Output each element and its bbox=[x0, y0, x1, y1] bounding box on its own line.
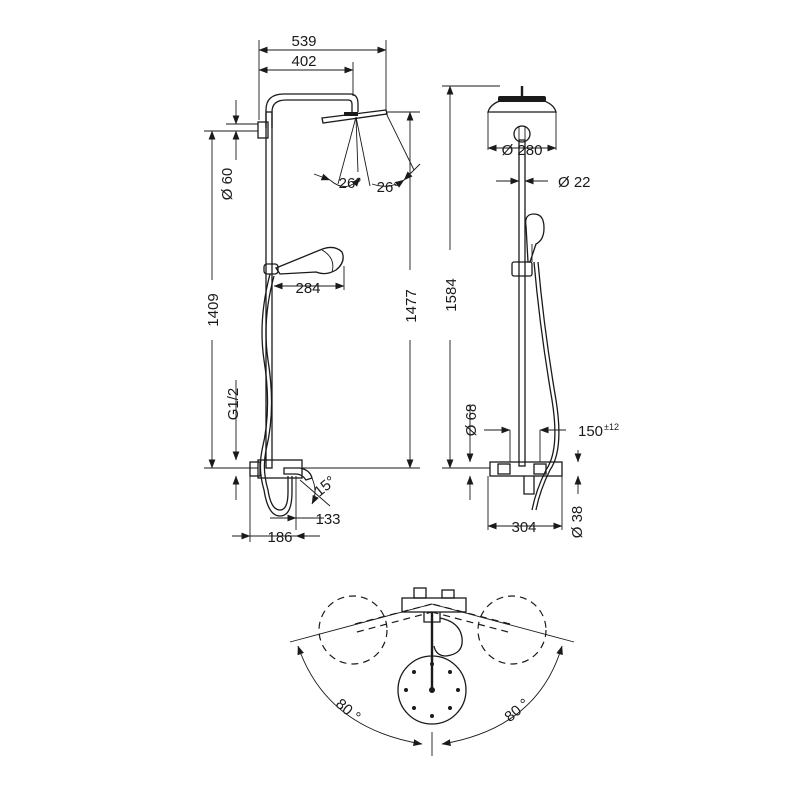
handshower bbox=[275, 246, 344, 275]
swing-circle-left bbox=[318, 595, 388, 665]
front-view: 1584 Ø 280 Ø 22 Ø 68 150 ±12 304 Ø 38 bbox=[442, 85, 619, 539]
dim-overall-width: 539 bbox=[291, 33, 316, 50]
dim-outlet-diameter: Ø 38 bbox=[569, 506, 586, 539]
dim-center-tolerance: ±12 bbox=[604, 422, 619, 432]
rail-front bbox=[518, 139, 526, 467]
dim-mixer-projection: 186 bbox=[267, 529, 292, 546]
dim-head-diameter: Ø 280 bbox=[502, 142, 543, 159]
dim-thread: G1/2 bbox=[225, 388, 242, 421]
dim-pipe-diameter: Ø 60 bbox=[219, 168, 236, 201]
handshower-holder bbox=[263, 263, 279, 275]
dim-head-height: 1477 bbox=[403, 289, 420, 322]
mixer-top bbox=[401, 597, 467, 613]
dim-rail-diameter: Ø 22 bbox=[558, 174, 591, 191]
swing-circle-right bbox=[477, 595, 547, 665]
overhead-shower-head bbox=[321, 109, 388, 124]
head-top bbox=[397, 655, 467, 725]
dim-inlet-height: 1409 bbox=[205, 293, 222, 326]
shower-arm bbox=[265, 93, 359, 128]
dim-handshower-distance: 284 bbox=[295, 280, 320, 297]
dim-spray-angle-right: 26° bbox=[377, 179, 400, 196]
handshower-front bbox=[525, 213, 545, 263]
side-view: 539 402 Ø 60 1409 G1/2 1477 26° 26° 284 … bbox=[204, 33, 421, 546]
dim-total-height: 1584 bbox=[443, 278, 460, 311]
dim-rotation-left: 80 ° bbox=[332, 695, 364, 725]
dim-spray-angle-left: 26° bbox=[339, 175, 362, 192]
dim-center-distance: 150 bbox=[578, 423, 603, 440]
wall-bracket-top bbox=[257, 121, 269, 139]
dim-spout-projection: 133 bbox=[315, 511, 340, 528]
dim-thermostat-diameter: Ø 68 bbox=[463, 404, 480, 437]
dim-arm-length: 402 bbox=[291, 53, 316, 70]
thermostat-front bbox=[489, 461, 563, 477]
dim-thermostat-width: 304 bbox=[511, 519, 536, 536]
bath-spout bbox=[283, 467, 313, 481]
dim-spout-angle: 15° bbox=[311, 473, 339, 501]
top-view: 80 ° 80 ° bbox=[289, 587, 575, 756]
